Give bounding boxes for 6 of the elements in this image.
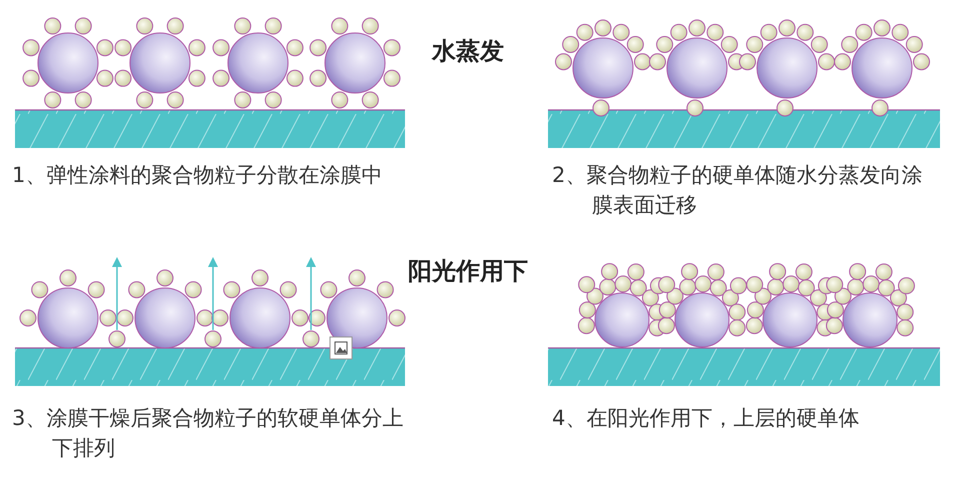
heading: 阳光作用下 bbox=[408, 256, 529, 286]
caption: 2、聚合物粒子的硬单体随水分蒸发向涂膜表面迁移 bbox=[552, 162, 924, 219]
caption: 1、弹性涂料的聚合物粒子分散在涂膜中 bbox=[12, 162, 384, 189]
caption: 3、涂膜干燥后聚合物粒子的软硬单体分上下排列 bbox=[12, 405, 404, 462]
heading: 水蒸发 bbox=[432, 36, 505, 66]
caption: 4、在阳光作用下，上层的硬单体 bbox=[552, 405, 860, 432]
